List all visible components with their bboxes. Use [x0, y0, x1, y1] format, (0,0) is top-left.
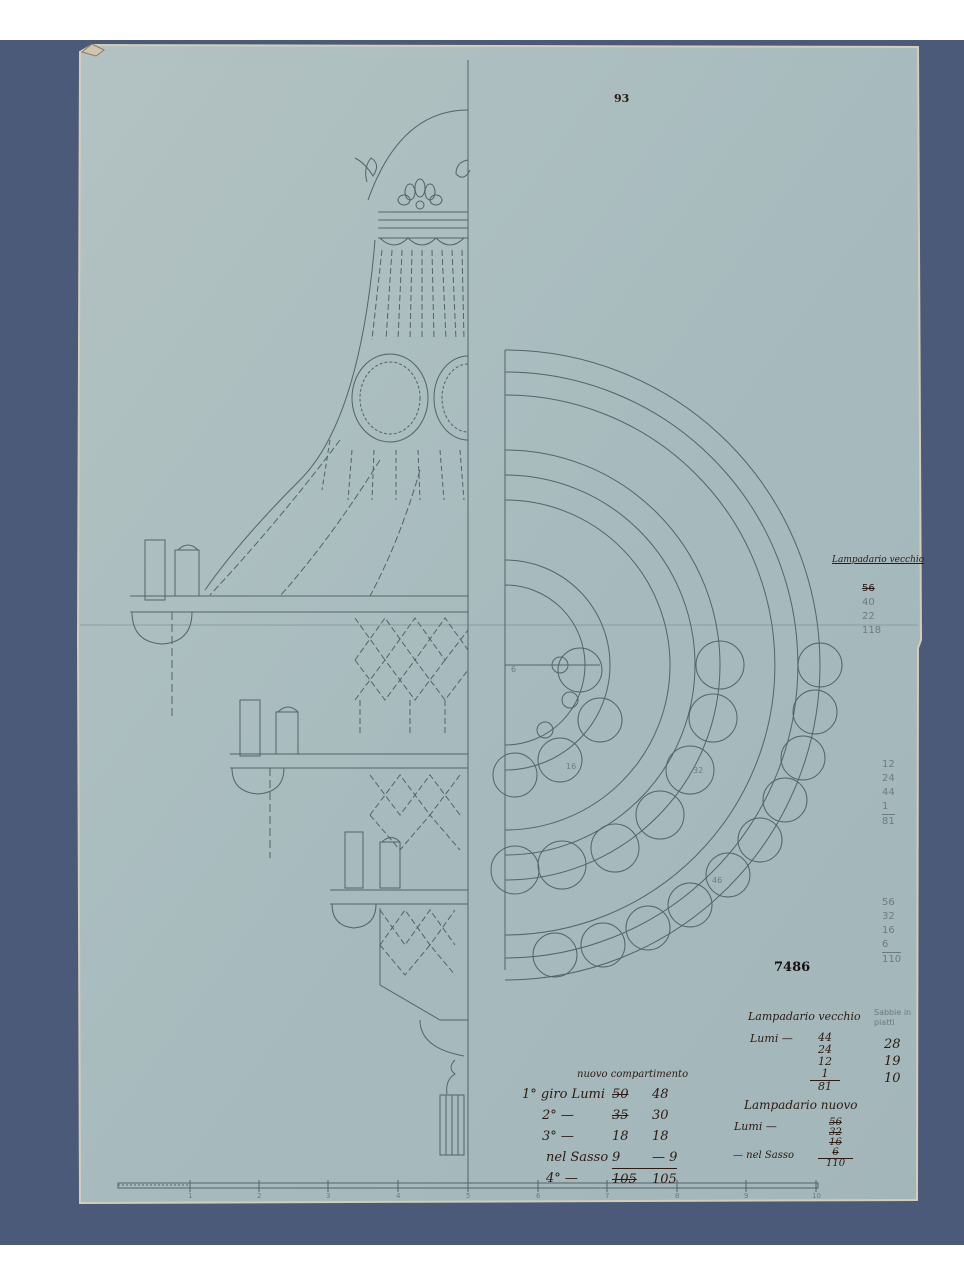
scale-bar	[117, 1180, 819, 1192]
palmette-ornament	[397, 178, 443, 210]
crown-arc	[367, 109, 469, 201]
plan-outer-lights	[532, 642, 843, 978]
page-number: 93	[614, 92, 630, 105]
margin-top-values: 56 40 22 118	[862, 583, 882, 636]
beaded-medallion	[351, 353, 429, 443]
candle-arm-upper	[131, 539, 200, 720]
plan-label-outer: 46	[712, 876, 723, 885]
canopy-outline	[204, 239, 376, 591]
lattice-section-3	[379, 909, 456, 976]
plan-inner-lights	[492, 647, 623, 798]
crown-bead-strings	[371, 249, 465, 341]
nuovo-lamp-values: 56 32 16 6 110	[818, 1118, 854, 1169]
paper-corner-fold	[80, 43, 105, 57]
nuovo-lamp-title: Lampadario nuovo	[744, 1098, 858, 1112]
tassel	[439, 1094, 465, 1156]
vecchio-title: Lampadario vecchio	[748, 1010, 861, 1023]
nuovo-row: 1° giro Lumi 50 48	[522, 1087, 669, 1102]
sabbie-values: 28 19 10	[884, 1037, 901, 1086]
nuovo-row: 3° — 18 18	[542, 1129, 669, 1144]
lattice-section-1	[354, 617, 469, 735]
plan-middle-lights	[490, 640, 745, 895]
nuovo-row: 4° — 105 105	[522, 1168, 677, 1190]
pencil-drawing	[80, 60, 918, 1192]
nuovo-row: nel Sasso 9 — 9	[546, 1150, 678, 1165]
nuovo-row: 2° — 35 30	[542, 1108, 669, 1123]
swag-chain	[369, 469, 421, 597]
paper-sheet	[76, 43, 923, 1205]
margin-mid-values: 12 24 44 1 81	[882, 759, 895, 827]
chandelier-bowl	[379, 984, 468, 1021]
plan-label-inner: 16	[566, 762, 577, 771]
beaded-medallion-half	[433, 355, 469, 441]
candle-arm-middle	[231, 699, 299, 858]
pendant-drops	[321, 439, 465, 501]
sabbie-header: Sabbie in piatti	[874, 1008, 912, 1027]
candle-arm-lower	[331, 831, 401, 929]
margin-title: Lampadario vecchio	[832, 555, 925, 565]
plan-label-center: 6	[511, 665, 517, 674]
swag-chain	[279, 459, 381, 597]
nuovo-lamp-lumi: Lumi —	[734, 1120, 777, 1133]
plan-label-middle: 32	[693, 766, 704, 775]
swag-chain	[209, 439, 341, 596]
margin-low-values: 56 32 16 6 110	[882, 897, 902, 965]
nuovo-title: nuovo compartimento	[577, 1069, 689, 1080]
inventory-number: 7486	[774, 960, 811, 975]
lattice-section-2	[369, 774, 461, 851]
nuovo-table: 1° giro Lumi 50 48 2° — 35 30 3° — 18 18…	[522, 1084, 677, 1190]
vecchio-label: Lumi —	[750, 1032, 793, 1045]
nuovo-lamp-sasso: — nel Sasso	[733, 1150, 795, 1161]
vecchio-values: 44 24 12 1 81	[810, 1032, 840, 1093]
